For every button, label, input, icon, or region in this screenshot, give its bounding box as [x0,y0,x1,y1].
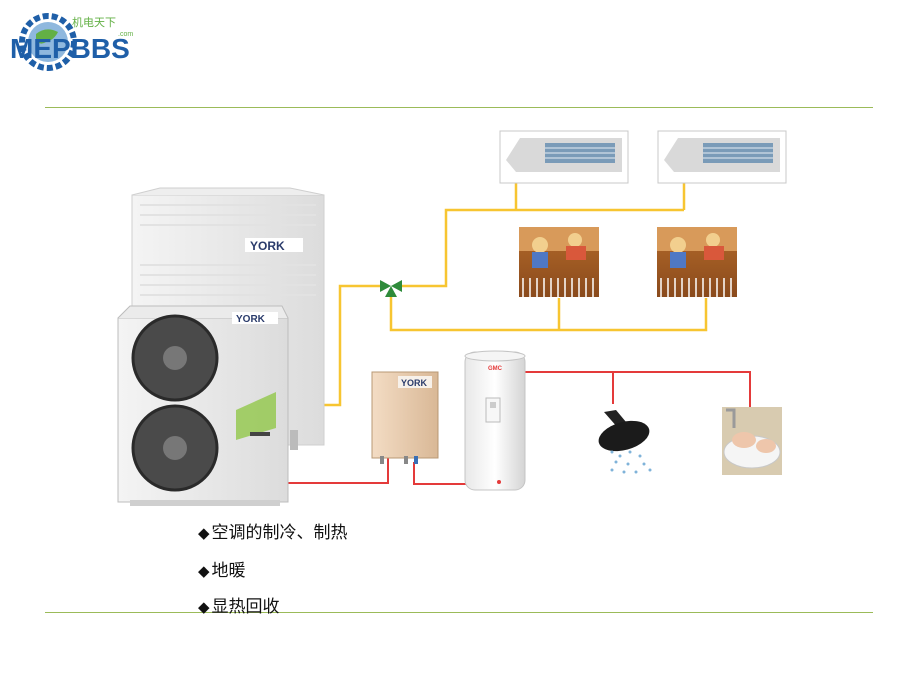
pipe-valve-to-floor [389,296,708,332]
bullet-diamond: ◆ [198,562,210,580]
logo-text: MEPBBS [10,33,130,64]
york-label-box: YORK [401,378,428,388]
pipe-tank-to-taps [522,371,751,408]
feature-label: 地暖 [211,561,246,581]
gmc-label: GMC [488,366,503,372]
bullet-diamond: ◆ [198,524,210,542]
feature-label: 显热回收 [211,597,280,617]
feature-item-cooling-heating: ◆空调的制冷、制热 [198,518,348,543]
fan-coil-unit-1 [499,130,629,184]
bullet-diamond: ◆ [198,598,210,616]
top-divider [45,107,873,108]
feature-item-floor-heating: ◆地暖 [198,556,246,581]
logo-cn-text: 机电天下 [72,15,116,29]
floor-heating-scene-2 [657,227,737,297]
york-label-back: YORK [250,239,285,253]
outdoor-unit-front: YORK [117,305,289,506]
shower-image [594,404,674,476]
feature-label: 空调的制冷、制热 [211,523,348,543]
pipe-unit-to-box [288,458,389,484]
dish-washing-image [722,407,782,475]
logo-suffix: .com [118,31,133,38]
mepbbs-logo: MEPBBS 机电天下 .com [10,13,133,71]
fan-coil-unit-2 [657,130,787,184]
hydro-box: YORK [371,371,439,464]
water-tank: GMC [464,350,526,491]
floor-heating-scene-1 [519,227,599,297]
pipe-valve-to-fcu [402,208,684,288]
feature-item-heat-recovery: ◆显热回收 [198,592,280,617]
three-way-valve [380,280,402,297]
york-label-front: YORK [236,314,266,325]
bottom-divider [45,612,873,613]
